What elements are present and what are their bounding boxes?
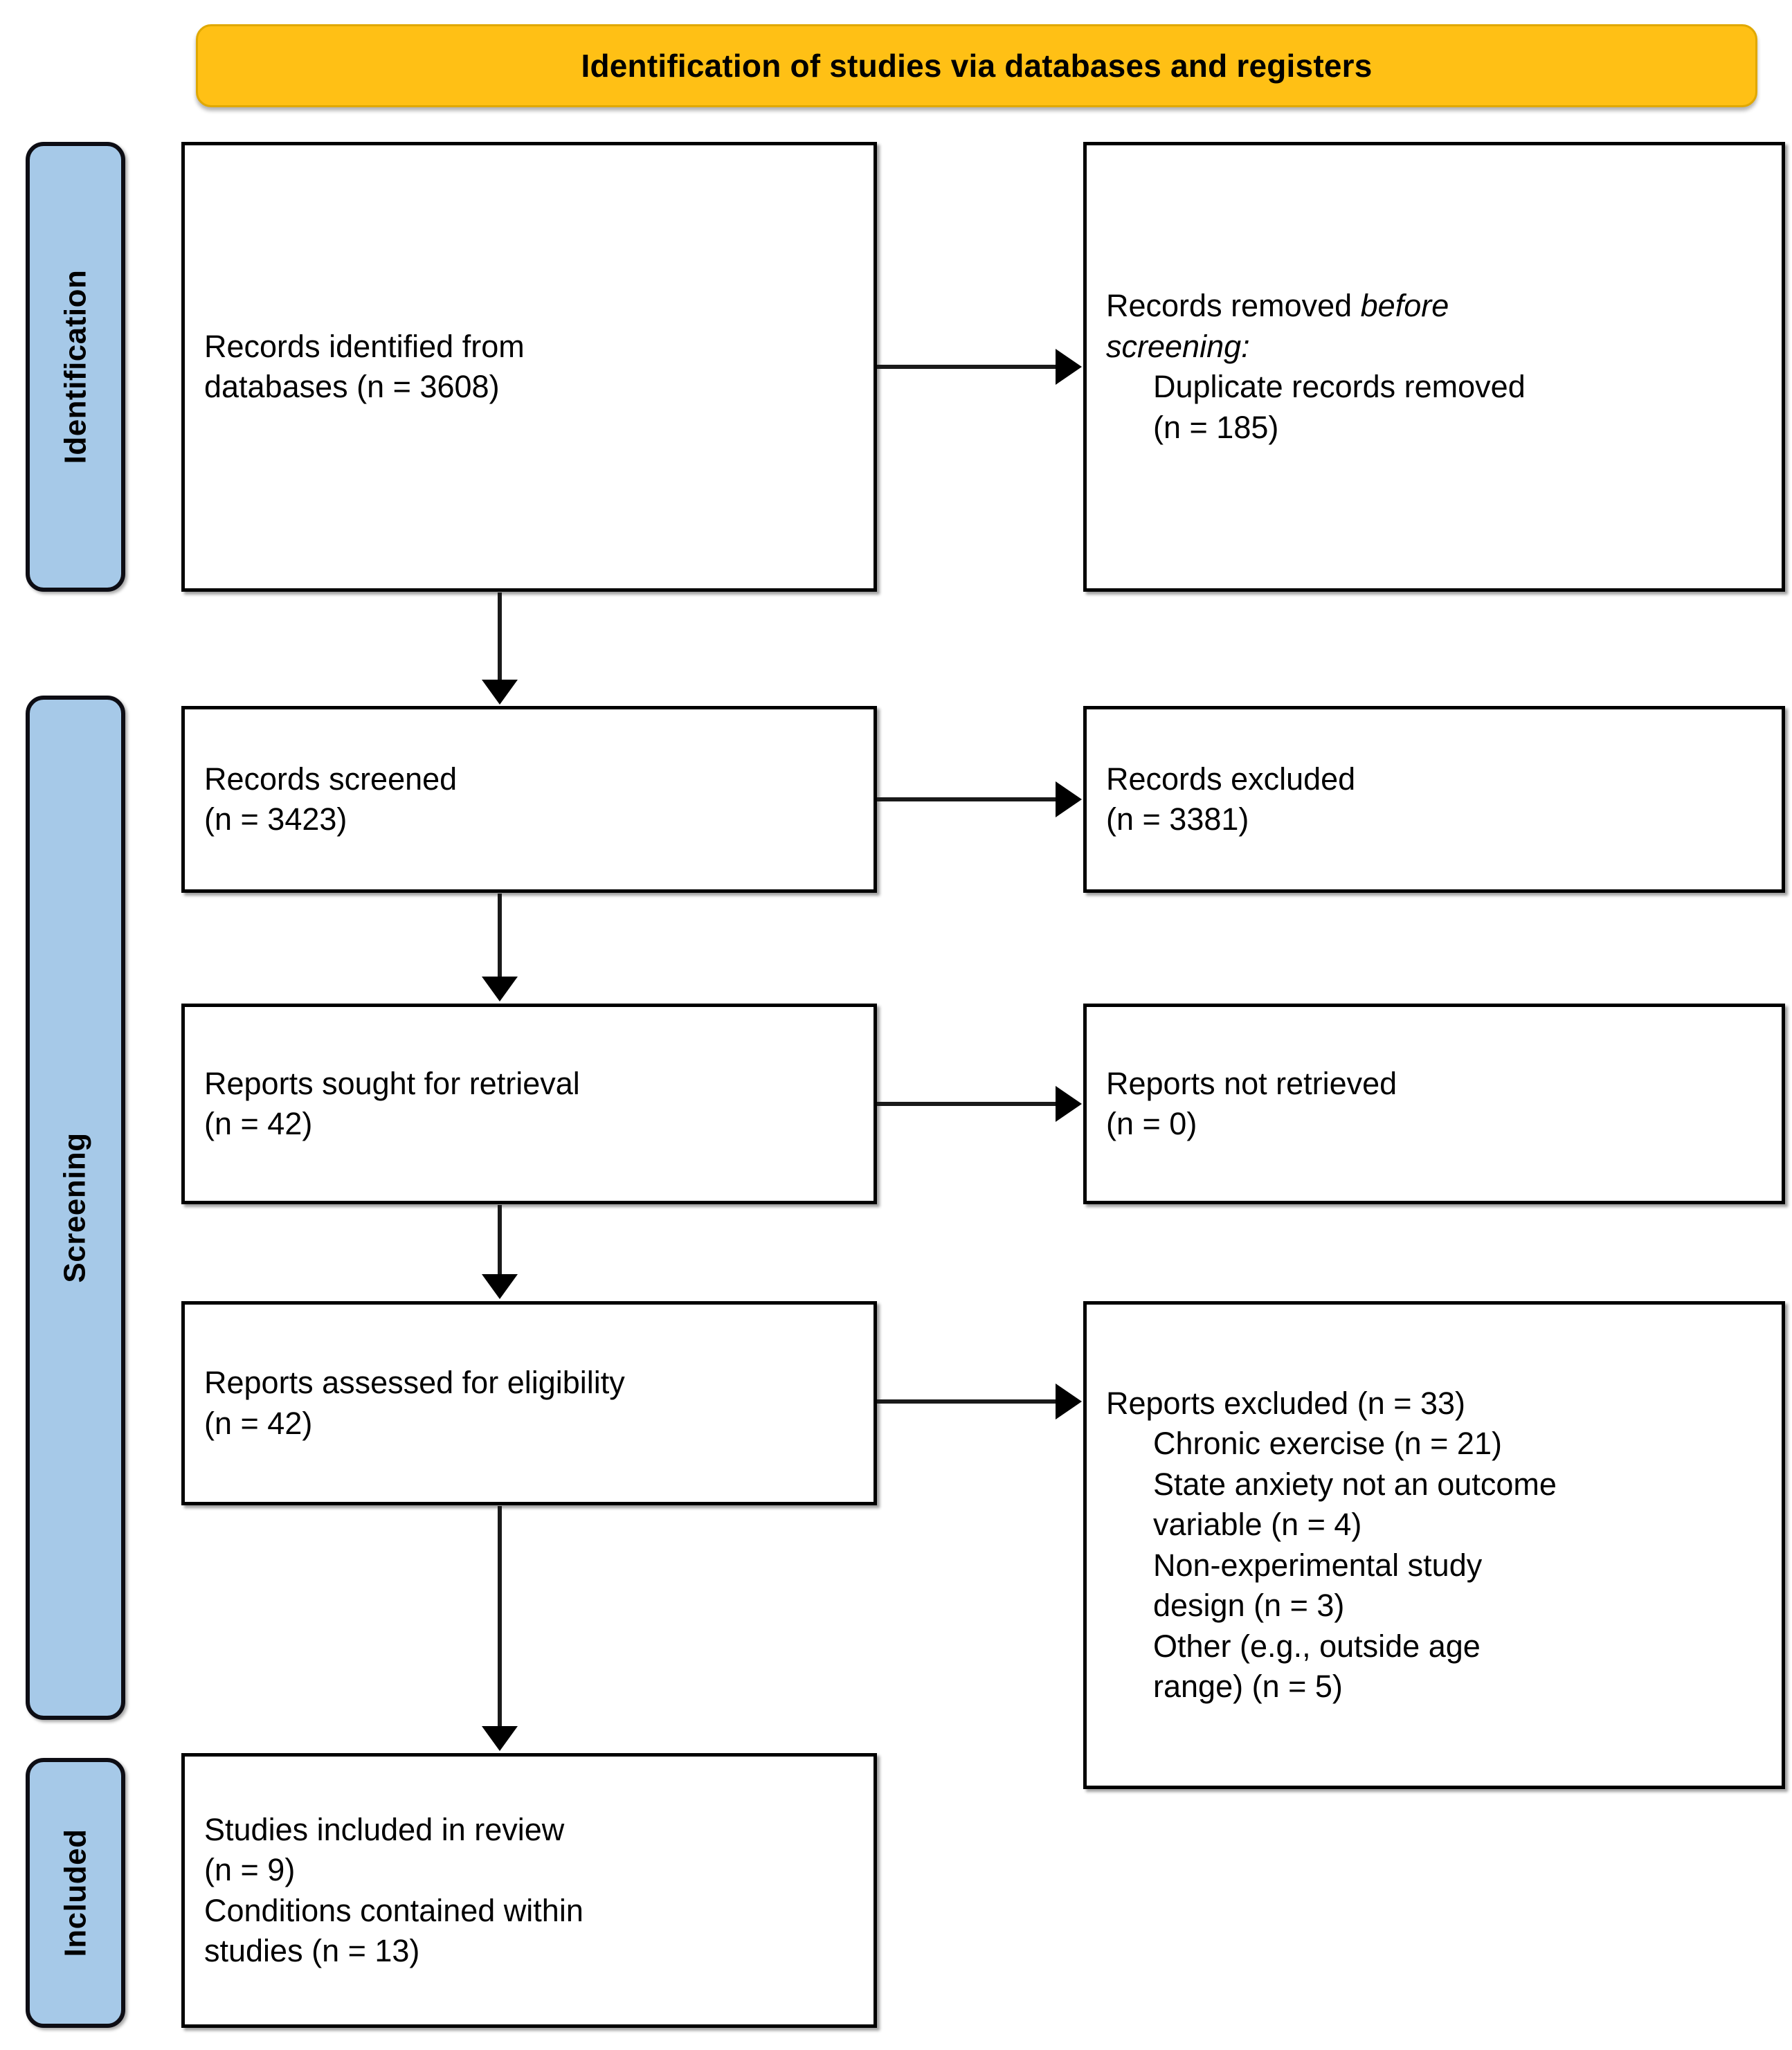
records-removed-prefix: Records removed	[1106, 288, 1361, 323]
arrow-sought-to-not-retrieved	[877, 1102, 1057, 1106]
records-screened-line2: (n = 3423)	[204, 801, 347, 837]
stage-tab-included: Included	[26, 1758, 125, 2028]
arrow-identified-to-removed	[877, 365, 1057, 369]
records-identified-line1: Records identified from	[204, 328, 525, 364]
records-excluded-line2: (n = 3381)	[1106, 801, 1249, 837]
box-reports-not-retrieved-text: Reports not retrieved (n = 0)	[1106, 1064, 1397, 1145]
reports-excluded-reason-3a: Non-experimental study	[1153, 1547, 1483, 1583]
box-reports-assessed: Reports assessed for eligibility (n = 42)	[181, 1301, 877, 1505]
duplicate-records-removed-count: (n = 185)	[1153, 409, 1279, 445]
box-records-removed-text: Records removed before screening: Duplicat…	[1106, 286, 1526, 448]
arrow-screened-to-sought	[498, 894, 502, 978]
stage-tab-identification: Identification	[26, 142, 125, 592]
records-removed-italic2: screening:	[1106, 328, 1250, 364]
box-reports-assessed-text: Reports assessed for eligibility (n = 42)	[204, 1363, 625, 1444]
reports-not-retrieved-line2: (n = 0)	[1106, 1106, 1197, 1141]
box-reports-sought: Reports sought for retrieval (n = 42)	[181, 1004, 877, 1204]
box-reports-excluded: Reports excluded (n = 33) Chronic exercis…	[1083, 1301, 1785, 1789]
box-records-excluded: Records excluded (n = 3381)	[1083, 706, 1785, 893]
stage-label-included: Included	[58, 1829, 92, 1957]
box-records-removed: Records removed before screening: Duplicat…	[1083, 142, 1785, 592]
box-studies-included: Studies included in review (n = 9) Conditi…	[181, 1753, 877, 2028]
reports-excluded-reason-4a: Other (e.g., outside age	[1153, 1628, 1481, 1664]
box-reports-excluded-text: Reports excluded (n = 33) Chronic exercis…	[1106, 1384, 1557, 1707]
reports-sought-line2: (n = 42)	[204, 1106, 313, 1141]
duplicate-records-removed-label: Duplicate records removed	[1153, 369, 1526, 404]
arrow-sought-to-assessed	[498, 1205, 502, 1276]
reports-excluded-reason-3b: design (n = 3)	[1153, 1588, 1345, 1623]
reports-assessed-line1: Reports assessed for eligibility	[204, 1365, 625, 1400]
reports-excluded-reason-2b: variable (n = 4)	[1153, 1507, 1362, 1542]
arrow-identified-to-screened	[498, 592, 502, 681]
studies-included-line1: Studies included in review	[204, 1811, 565, 1847]
stage-label-screening: Screening	[58, 1132, 92, 1283]
records-identified-line2: databases (n = 3608)	[204, 369, 500, 404]
records-excluded-line1: Records excluded	[1106, 761, 1356, 797]
box-studies-included-text: Studies included in review (n = 9) Conditi…	[204, 1810, 583, 1972]
reports-assessed-line2: (n = 42)	[204, 1405, 313, 1441]
header-title: Identification of studies via databases …	[581, 48, 1373, 84]
studies-included-line2: (n = 9)	[204, 1852, 296, 1887]
reports-excluded-heading: Reports excluded (n = 33)	[1106, 1385, 1466, 1421]
reports-excluded-reason-4b: range) (n = 5)	[1153, 1669, 1343, 1704]
box-records-excluded-text: Records excluded (n = 3381)	[1106, 759, 1355, 840]
reports-excluded-reason-2a: State anxiety not an outcome	[1153, 1466, 1557, 1502]
arrow-assessed-to-reports-excluded	[877, 1399, 1057, 1404]
box-records-identified: Records identified from databases (n = 36…	[181, 142, 877, 592]
reports-not-retrieved-line1: Reports not retrieved	[1106, 1065, 1397, 1101]
records-screened-line1: Records screened	[204, 761, 458, 797]
header-banner: Identification of studies via databases …	[196, 24, 1757, 107]
arrow-assessed-to-included	[498, 1506, 502, 1727]
studies-included-line4: studies (n = 13)	[204, 1933, 420, 1968]
box-records-screened-text: Records screened (n = 3423)	[204, 759, 457, 840]
box-reports-not-retrieved: Reports not retrieved (n = 0)	[1083, 1004, 1785, 1204]
box-records-identified-text: Records identified from databases (n = 36…	[204, 327, 525, 408]
box-records-screened: Records screened (n = 3423)	[181, 706, 877, 893]
arrow-screened-to-excluded	[877, 797, 1057, 801]
stage-tab-screening: Screening	[26, 696, 125, 1720]
stage-label-identification: Identification	[58, 269, 92, 464]
studies-included-line3: Conditions contained within	[204, 1892, 583, 1928]
reports-sought-line1: Reports sought for retrieval	[204, 1065, 580, 1101]
reports-excluded-reason-1: Chronic exercise (n = 21)	[1153, 1426, 1502, 1461]
records-removed-italic1: before	[1360, 288, 1449, 323]
box-reports-sought-text: Reports sought for retrieval (n = 42)	[204, 1064, 580, 1145]
